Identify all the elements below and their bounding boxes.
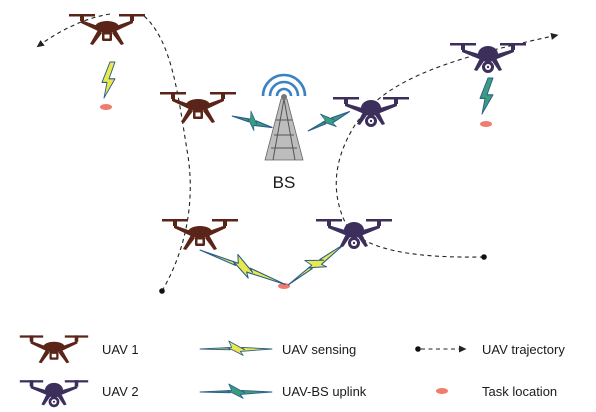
uav1-sensing-link-top	[101, 61, 116, 99]
uav1-trajectory-arrow	[36, 13, 111, 48]
legend-trajectory-dot	[415, 346, 421, 352]
legend-task-icon	[436, 388, 448, 394]
uav2-trajectory-start	[481, 254, 487, 260]
base-station	[261, 73, 307, 161]
uav1-drone-bottom	[162, 219, 238, 250]
task-location-3	[278, 283, 290, 289]
uav1-bs-uplink	[229, 105, 276, 136]
uav1-drone-middle	[160, 92, 236, 123]
uav2-drone-bottom	[316, 219, 392, 249]
uav1-sensing-link-bottom	[196, 240, 290, 293]
task-location-2	[480, 121, 492, 127]
uav2-trajectory	[335, 33, 559, 258]
task-location-1	[100, 104, 112, 110]
uav1-trajectory-start	[159, 288, 165, 294]
uav2-sensing-link-bottom	[281, 235, 350, 292]
legend-task-label: Task location	[482, 384, 557, 399]
legend-uav1-icon	[19, 335, 89, 364]
legend-sensing-label: UAV sensing	[282, 342, 356, 357]
legend-uav2-icon	[19, 380, 89, 408]
uav1-drone-top	[69, 14, 145, 45]
legend-sensing-icon	[199, 340, 273, 356]
legend: UAV 1 UAV 2 UAV sensing UAV-BS uplink UA…	[19, 335, 565, 408]
uav2-bs-uplink	[303, 101, 354, 139]
uav2-drone-middle	[333, 97, 409, 127]
legend-uav2-label: UAV 2	[102, 384, 139, 399]
legend-uplink-icon	[199, 383, 273, 399]
uav2-uplink-link-top	[479, 77, 494, 115]
bs-label: BS	[273, 173, 296, 192]
uav2-drone-top	[450, 43, 526, 73]
legend-uav1-label: UAV 1	[102, 342, 139, 357]
legend-uplink-label: UAV-BS uplink	[282, 384, 367, 399]
uav1-trajectory	[142, 14, 191, 292]
legend-trajectory-label: UAV trajectory	[482, 342, 565, 357]
